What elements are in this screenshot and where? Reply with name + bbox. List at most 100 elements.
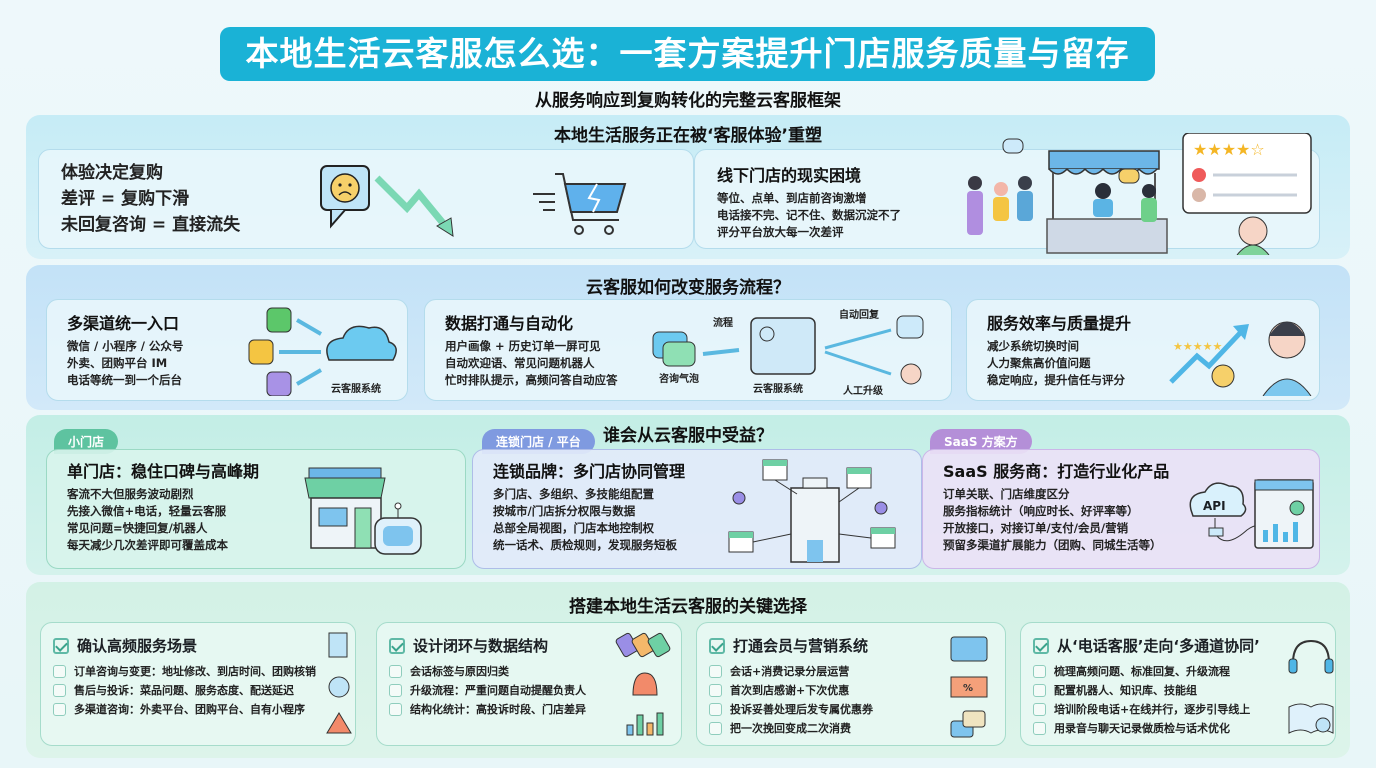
line: 用户画像 + 历史订单一屏可见 [445, 339, 601, 353]
checkbox[interactable] [709, 665, 722, 678]
broken-cart-icon [533, 173, 627, 235]
line: 服务指标统计（响应时长、好评率等） [943, 504, 1139, 518]
checkbox[interactable] [53, 703, 66, 716]
line: 预留多渠道扩展能力（团购、同城生活等） [943, 538, 1162, 552]
card-heading: 设计闭环与数据结构 [413, 637, 549, 655]
line: 每天减少几次差评即可覆盖成本 [67, 538, 228, 552]
checkbox[interactable] [1033, 665, 1046, 678]
section-title: 搭建本地生活云客服的关键选择 [569, 597, 807, 617]
card-multichannel: 多渠道统一入口 微信 / 小程序 / 公众号 外卖、团购平台 IM 电话等统一到… [46, 299, 408, 401]
section-title: 云客服如何改变服务流程？ [586, 278, 790, 298]
card-heading: 确认高频服务场景 [77, 637, 198, 655]
card-heading: 数据打通与自动化 [445, 314, 574, 333]
card-coupon-chat-icons: % [950, 636, 988, 738]
line: 未回复咨询 = 直接流失 [61, 215, 241, 235]
section-title: 谁会从云客服中受益？ [603, 426, 773, 446]
checkbox[interactable] [709, 703, 722, 716]
check-item: 会话+消费记录分层运营 [730, 665, 850, 678]
line: 订单关联、门店维度区分 [943, 487, 1070, 501]
card-membership-marketing: 打通会员与营销系统 会话+消费记录分层运营 首次到店感谢+下次优惠 投诉妥善处理… [696, 622, 1006, 746]
svg-text:%: % [963, 683, 973, 694]
line: 自动欢迎语、常见问题机器人 [445, 356, 595, 370]
checkbox-checked[interactable] [389, 637, 405, 654]
line: 先接入微信+电话，轻量云客服 [67, 504, 227, 518]
review-stars: ★★★★☆ [1193, 140, 1265, 159]
checkbox[interactable] [709, 722, 722, 735]
store-queue-illustration: ★★★★☆ [967, 133, 1312, 255]
card-data-automation: 数据打通与自动化 用户画像 + 历史订单一屏可见 自动欢迎语、常见问题机器人 忙… [424, 299, 952, 401]
check-item: 首次到店感谢+下次优惠 [730, 684, 850, 697]
card-heading: 单门店：稳住口碑与高峰期 [67, 462, 260, 481]
label-bubble: 咨询气泡 [659, 374, 699, 385]
checkbox-checked[interactable] [53, 637, 69, 654]
receipt-clock-warning-icons [326, 632, 352, 734]
line: 外卖、团购平台 IM [67, 356, 168, 370]
line: 多门店、多组织、多技能组配置 [493, 487, 654, 501]
line: 统一话术、质检规则，发现服务短板 [493, 538, 677, 552]
card-heading: 多渠道统一入口 [67, 314, 180, 333]
label-human-escalation: 人工升级 [843, 386, 883, 397]
line: 开放接口，对接订单/支付/会员/营销 [943, 521, 1129, 535]
card-small-store: 单门店：稳住口碑与高峰期 客流不大但服务波动剧烈 先接入微信+电话，轻量云客服 … [46, 449, 466, 569]
store-robot-icon [304, 467, 422, 555]
check-item: 会话标签与原因归类 [410, 665, 509, 678]
line: 忙时排队提示，高频问答自动应答 [445, 373, 618, 387]
multi-store-network-icon [728, 459, 896, 563]
svg-text:★★★★★: ★★★★★ [1173, 340, 1222, 353]
checkbox[interactable] [389, 703, 402, 716]
line: 电话等统一到一个后台 [67, 373, 182, 387]
checkbox-checked[interactable] [709, 637, 725, 654]
checkbox-checked[interactable] [1033, 637, 1049, 654]
channels-to-cloud-icon [248, 307, 397, 396]
check-item: 售后与投诉：菜品问题、服务态度、配送延迟 [74, 684, 294, 697]
card-high-frequency-scenarios: 确认高频服务场景 订单咨询与变更：地址修改、到店时间、团购核销 售后与投诉：菜品… [40, 622, 356, 746]
label-auto-reply: 自动回复 [839, 310, 879, 321]
checkbox[interactable] [389, 665, 402, 678]
api-dashboard-icon: API [1189, 479, 1314, 549]
check-item: 升级流程：严重问题自动提醒负责人 [410, 684, 586, 697]
check-item: 用录音与聊天记录做质检与话术优化 [1054, 722, 1230, 735]
line: 客流不大但服务波动剧烈 [67, 487, 194, 501]
line: 稳定响应，提升信任与评分 [987, 373, 1125, 387]
sad-face-trend-icon [320, 165, 454, 237]
api-label: API [1203, 499, 1226, 513]
checkbox[interactable] [1033, 684, 1046, 697]
line: 评分平台放大每一次差评 [717, 225, 844, 239]
card-experience: 体验决定复购 差评 = 复购下滑 未回复咨询 = 直接流失 [38, 149, 694, 249]
card-multichannel-collab: 从‘电话客服’走向‘多通道协同’ 梳理高频问题、标准回复、升级流程 配置机器人、… [1020, 622, 1336, 746]
section-process: 云客服如何改变服务流程？ 多渠道统一入口 微信 / 小程序 / 公众号 外卖、团… [26, 265, 1350, 410]
check-item: 培训阶段电话+在线并行，逐步引导线上 [1054, 703, 1251, 716]
headset-book-icons [1288, 639, 1334, 734]
section-key-choices: 搭建本地生活云客服的关键选择 确认高频服务场景 订单咨询与变更：地址修改、到店时… [26, 582, 1350, 758]
line: 差评 = 复购下滑 [61, 189, 190, 209]
section-beneficiaries: 谁会从云客服中受益？ 小门店 单门店：稳住口碑与高峰期 客流不大但服务波动剧烈 … [26, 415, 1350, 575]
check-item: 梳理高频问题、标准回复、升级流程 [1054, 665, 1230, 678]
label-system: 云客服系统 [753, 384, 803, 395]
check-item: 把一次挽回变成二次消费 [730, 722, 851, 735]
checkbox[interactable] [53, 665, 66, 678]
card-heading: 连锁品牌：多门店协同管理 [493, 462, 686, 481]
section-experience: 本地生活服务正在被‘客服体验’重塑 体验决定复购 差评 = 复购下滑 未回复咨询… [26, 115, 1350, 259]
line: 总部全局视图，门店本地控制权 [493, 521, 654, 535]
checkbox[interactable] [389, 684, 402, 697]
checkbox[interactable] [1033, 722, 1046, 735]
section-title: 本地生活服务正在被‘客服体验’重塑 [554, 126, 822, 146]
checkbox[interactable] [709, 684, 722, 697]
checkbox[interactable] [53, 684, 66, 697]
checkbox[interactable] [1033, 703, 1046, 716]
line: 电话接不完、记不住、数据沉淀不了 [717, 208, 901, 222]
card-chain-brand: 连锁品牌：多门店协同管理 多门店、多组织、多技能组配置 按城市/门店拆分权限与数… [472, 449, 922, 569]
label-flow: 流程 [713, 318, 733, 329]
check-item: 多渠道咨询：外卖平台、团购平台、自有小程序 [74, 703, 305, 716]
line: 等位、点单、到店前咨询激增 [717, 191, 867, 205]
card-heading: 从‘电话客服’走向‘多通道协同’ [1057, 637, 1260, 655]
automation-flow-icon [652, 315, 924, 385]
check-item: 配置机器人、知识库、技能组 [1054, 684, 1197, 697]
line: 常见问题=快捷回复/机器人 [67, 521, 208, 535]
diagram-label: 云客服系统 [331, 384, 381, 395]
growth-agent-icon: ★★★★★ [1169, 321, 1312, 396]
card-heading: 打通会员与营销系统 [733, 637, 869, 655]
check-item: 订单咨询与变更：地址修改、到店时间、团购核销 [74, 665, 316, 678]
line: 体验决定复购 [61, 163, 163, 183]
line: 按城市/门店拆分权限与数据 [493, 504, 636, 518]
